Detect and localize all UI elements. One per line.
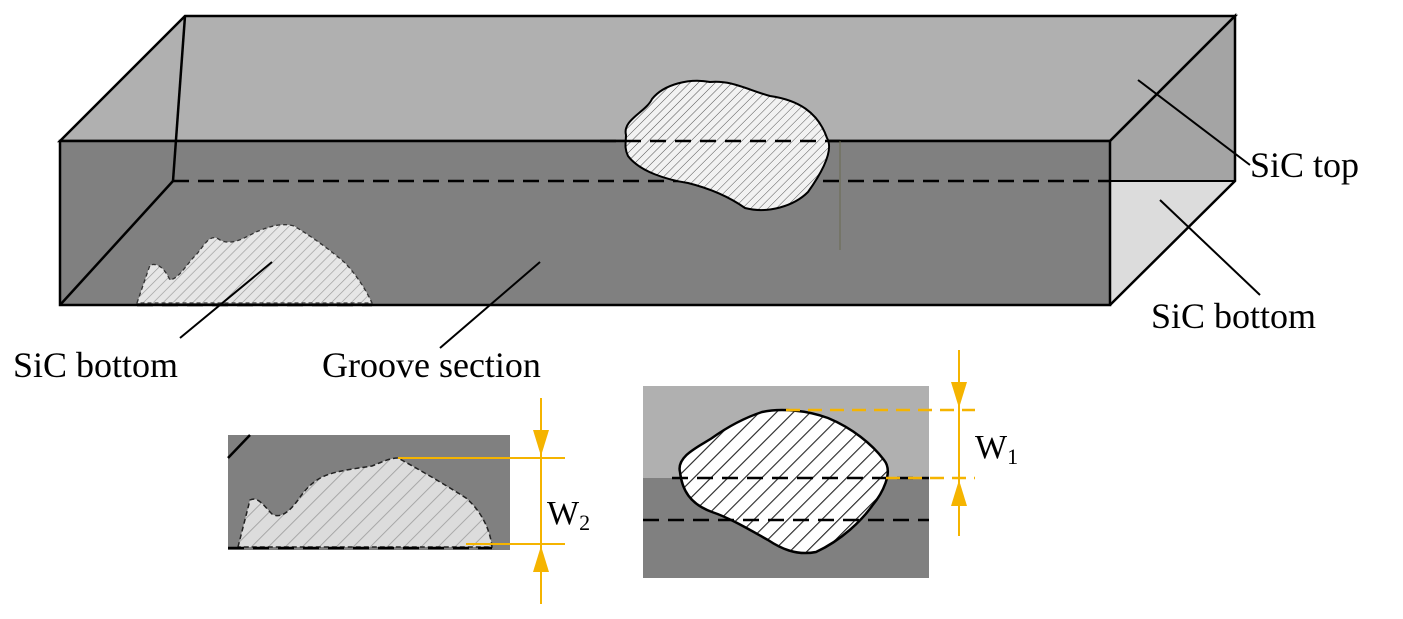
label-w1: W1 bbox=[975, 429, 1018, 469]
label-groove-section: Groove section bbox=[322, 345, 541, 385]
leader-sic-bottom-left bbox=[179, 261, 273, 339]
leader-sic-top bbox=[1137, 79, 1251, 166]
leader-groove-section bbox=[439, 261, 541, 349]
label-sic-top: SiC top bbox=[1250, 145, 1359, 185]
detail-w1 bbox=[643, 350, 975, 578]
detail-w2-void bbox=[237, 457, 493, 548]
detail-w2 bbox=[227, 398, 565, 604]
label-sic-bottom-right: SiC bottom bbox=[1151, 296, 1316, 336]
lower-void-region bbox=[136, 224, 374, 304]
leader-sic-bottom-right bbox=[1159, 199, 1261, 296]
sic-block bbox=[56, 12, 1261, 349]
upper-void-region bbox=[624, 79, 830, 212]
detail-w1-void bbox=[678, 408, 889, 555]
label-w2: W2 bbox=[547, 495, 590, 535]
label-sic-bottom-left: SiC bottom bbox=[13, 345, 178, 385]
side-face bbox=[1110, 16, 1235, 181]
